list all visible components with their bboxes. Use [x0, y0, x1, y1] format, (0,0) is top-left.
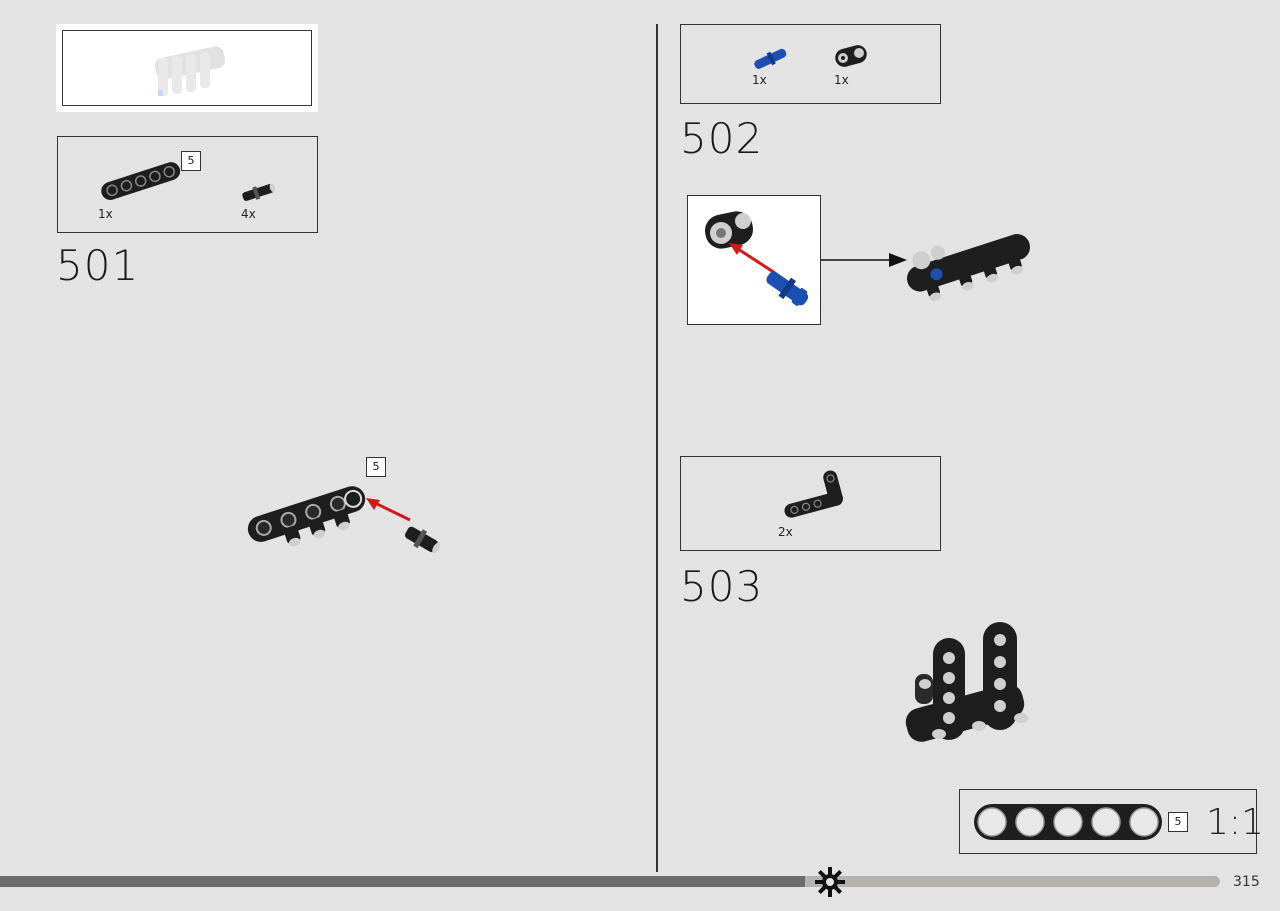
subassembly-preview-image	[154, 46, 226, 96]
step-502-inset-image	[704, 211, 809, 306]
scale-reference-box: 5 1:1	[959, 789, 1264, 854]
black-connector-qty: 1x	[834, 73, 849, 87]
scale-ratio-label: 1:1	[1206, 802, 1264, 843]
black-pin-part-icon	[242, 183, 276, 201]
step-502-model-image	[906, 234, 1030, 301]
scale-beam-image	[974, 804, 1162, 840]
black-beam-part-icon	[101, 162, 181, 200]
scale-length-badge: 5	[1168, 812, 1188, 832]
blue-axle-pin-qty: 1x	[752, 73, 767, 87]
step-number-502: 502	[680, 114, 764, 163]
beam-length-badge: 5	[181, 151, 201, 171]
page-number: 315	[1233, 874, 1260, 890]
black-connector-part-icon	[835, 45, 867, 67]
progress-fill	[0, 876, 805, 887]
step-number-503: 503	[680, 562, 764, 611]
gear-icon	[815, 867, 845, 897]
parts-list-503: 2x	[680, 456, 941, 551]
parts-list-502: 1x 1x	[680, 24, 941, 104]
blue-axle-pin-part-icon	[754, 48, 787, 69]
black-l-beam-part-icon	[784, 470, 843, 518]
model-beam-length-badge: 5	[366, 457, 386, 477]
step-501-model-image	[247, 486, 441, 554]
step-502-inset	[687, 195, 821, 325]
subassembly-preview-box	[56, 24, 318, 112]
step-number-501: 501	[56, 241, 140, 290]
parts-list-501: 5 1x 4x	[57, 136, 318, 233]
inset-pointer-arrow	[821, 253, 907, 267]
page-divider	[656, 24, 658, 872]
l-beam-qty: 2x	[778, 525, 793, 539]
step-503-model-image	[905, 622, 1028, 742]
pin-qty: 4x	[241, 207, 256, 221]
beam-qty: 1x	[98, 207, 113, 221]
